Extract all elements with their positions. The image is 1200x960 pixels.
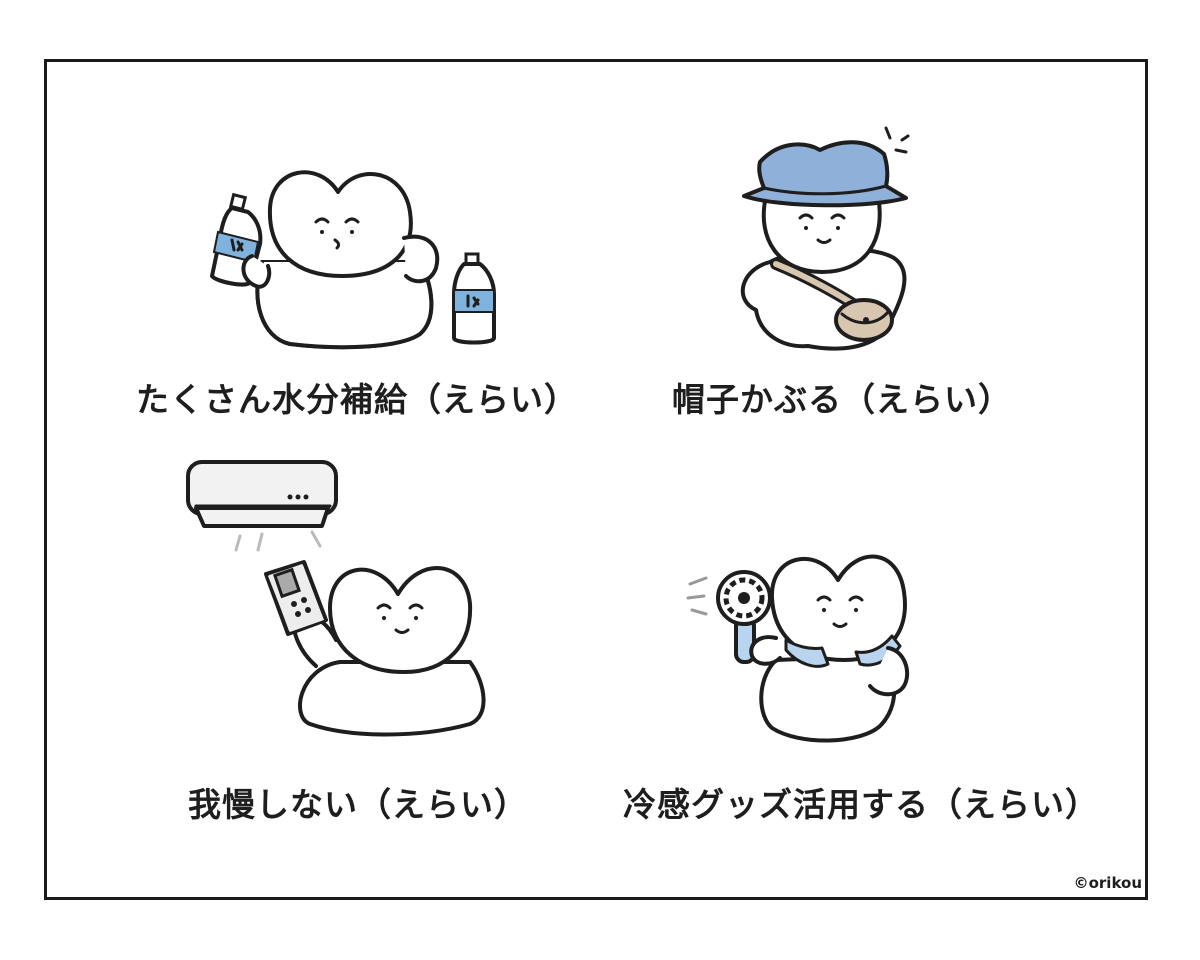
handheld-fan-icon: [686, 570, 772, 664]
caption-hydration: たくさん水分補給（えらい）: [136, 380, 578, 419]
caption-hat: 帽子かぶる（えらい）: [672, 380, 1012, 419]
remote-control-icon: [264, 560, 328, 636]
caption-cooling-goods: 冷感グッズ活用する（えらい）: [623, 785, 1099, 824]
water-bottle-right-icon: [452, 252, 496, 345]
character-water-icon: [210, 170, 496, 350]
air-conditioner-icon: [186, 460, 338, 552]
artist-credit: ©orikou: [1073, 874, 1142, 892]
character-fan-icon: [686, 554, 910, 743]
character-hat-icon: [740, 126, 910, 351]
character-aircon-icon: [186, 460, 486, 737]
caption-no-endurance: 我慢しない（えらい）: [188, 785, 528, 824]
